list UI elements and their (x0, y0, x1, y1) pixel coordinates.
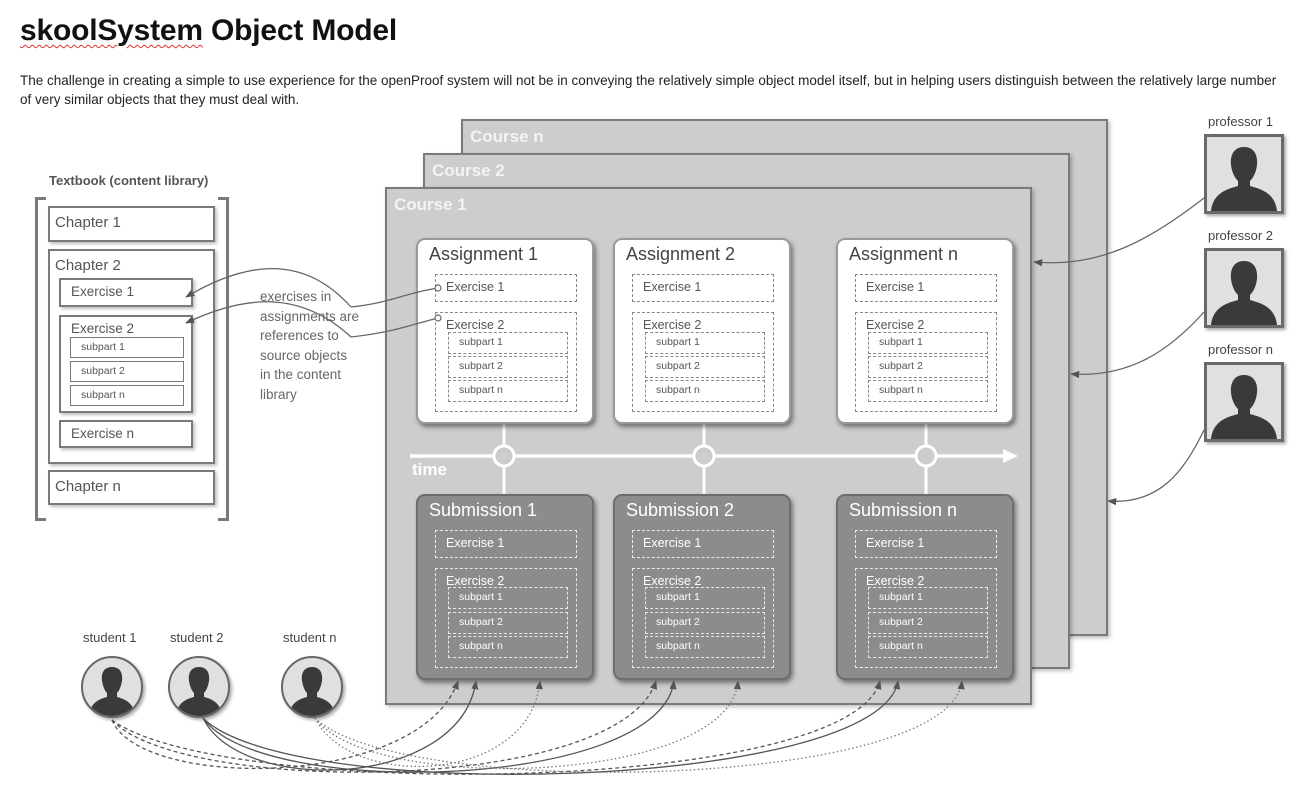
student-avatar[interactable] (168, 656, 230, 718)
exercise-1-box[interactable]: Exercise 1 (855, 274, 997, 302)
student-avatar[interactable] (81, 656, 143, 718)
exercise-2-label: Exercise 2 (866, 574, 925, 588)
subpart-2-box[interactable]: subpart 2 (645, 356, 765, 378)
subpart-n-box[interactable]: subpart n (645, 380, 765, 402)
professor-label: professor 1 (1208, 114, 1274, 129)
assignment-card-1[interactable]: Assignment 1 Exercise 1 Exercise 2 subpa… (416, 238, 594, 424)
textbook-label: Textbook (content library) (49, 173, 209, 188)
textbook-exercise-1-box[interactable]: Exercise 1 (59, 278, 193, 307)
person-silhouette-icon (1211, 147, 1277, 211)
subpart-n-box[interactable]: subpart n (868, 636, 988, 658)
professor-label: professor 2 (1208, 228, 1274, 243)
subpart-2-box[interactable]: subpart 2 (868, 612, 988, 634)
submission-title: Submission n (849, 500, 958, 520)
chapter-1-box[interactable]: Chapter 1 (48, 206, 215, 242)
subpart-1-box[interactable]: subpart 1 (448, 587, 568, 609)
assignment-title: Assignment 1 (429, 244, 539, 264)
exercise-2-box[interactable]: Exercise 2 (435, 568, 577, 668)
subpart-1-box[interactable]: subpart 1 (868, 587, 988, 609)
student-label: student n (283, 630, 337, 645)
subpart-2-box[interactable]: subpart 2 (868, 356, 988, 378)
exercise-2-box[interactable]: Exercise 2 (435, 312, 577, 412)
course-label: Course n (470, 127, 544, 146)
subpart-1-box[interactable]: subpart 1 (645, 332, 765, 354)
exercise-1-box[interactable]: Exercise 1 (632, 274, 774, 302)
subpart-2-box[interactable]: subpart 2 (448, 612, 568, 634)
subpart-n-box[interactable]: subpart n (448, 636, 568, 658)
submission-card-2[interactable]: Submission 2 Exercise 1 Exercise 2 subpa… (613, 494, 791, 680)
reference-note: exercises in assignments are references … (260, 289, 360, 402)
exercise-2-label: Exercise 2 (446, 318, 505, 332)
subpart-1-box[interactable]: subpart 1 (868, 332, 988, 354)
time-label: time (412, 460, 447, 479)
subpart-2-box[interactable]: subpart 2 (448, 356, 568, 378)
textbook-subpart-1-box[interactable]: subpart 1 (70, 337, 184, 358)
person-silhouette-icon (176, 667, 222, 716)
submission-card-n[interactable]: Submission n Exercise 1 Exercise 2 subpa… (836, 494, 1014, 680)
textbook-subpart-n-box[interactable]: subpart n (70, 385, 184, 406)
person-silhouette-icon (1211, 375, 1277, 439)
page-title: skoolSystem Object Model (20, 14, 397, 48)
assignment-card-n[interactable]: Assignment n Exercise 1 Exercise 2 subpa… (836, 238, 1014, 424)
textbook-bracket-right (218, 197, 229, 521)
subpart-n-box[interactable]: subpart n (448, 380, 568, 402)
professor-avatar[interactable] (1204, 134, 1284, 214)
textbook-subpart-2-box[interactable]: subpart 2 (70, 361, 184, 382)
assignment-card-2[interactable]: Assignment 2 Exercise 1 Exercise 2 subpa… (613, 238, 791, 424)
exercise-2-label: Exercise 2 (866, 318, 925, 332)
exercise-2-box[interactable]: Exercise 2 (632, 568, 774, 668)
student-label: student 2 (170, 630, 224, 645)
chapter-n-box[interactable]: Chapter n (48, 470, 215, 505)
person-silhouette-icon (1211, 261, 1277, 325)
exercise-1-box[interactable]: Exercise 1 (632, 530, 774, 558)
person-silhouette-icon (89, 667, 135, 716)
professor-avatar[interactable] (1204, 248, 1284, 328)
textbook-bracket-left (35, 197, 46, 521)
subpart-n-box[interactable]: subpart n (868, 380, 988, 402)
student-avatar[interactable] (281, 656, 343, 718)
title-rest: Object Model (202, 14, 397, 47)
student-label: student 1 (83, 630, 137, 645)
exercise-2-box[interactable]: Exercise 2 (632, 312, 774, 412)
exercise-2-label: Exercise 2 (643, 318, 702, 332)
professor-label: professor n (1208, 342, 1274, 357)
subpart-1-box[interactable]: subpart 1 (448, 332, 568, 354)
intro-text: The challenge in creating a simple to us… (20, 73, 1277, 107)
professor-avatar[interactable] (1204, 362, 1284, 442)
textbook-exercise-n-box[interactable]: Exercise n (59, 420, 193, 448)
assignment-title: Assignment n (849, 244, 959, 264)
submission-card-1[interactable]: Submission 1 Exercise 1 Exercise 2 subpa… (416, 494, 594, 680)
subpart-2-box[interactable]: subpart 2 (645, 612, 765, 634)
assignment-title: Assignment 2 (626, 244, 736, 264)
course-label: Course 2 (432, 161, 505, 180)
exercise-1-box[interactable]: Exercise 1 (435, 274, 577, 302)
chapter-2-label: Chapter 2 (55, 257, 121, 274)
subpart-n-box[interactable]: subpart n (645, 636, 765, 658)
exercise-2-label: Exercise 2 (446, 574, 505, 588)
person-silhouette-icon (289, 667, 335, 716)
course-label: Course 1 (394, 195, 467, 214)
title-prefix: skoolSystem (20, 14, 203, 47)
submission-title: Submission 2 (626, 500, 735, 520)
subpart-1-box[interactable]: subpart 1 (645, 587, 765, 609)
textbook-exercise-2-label: Exercise 2 (71, 321, 135, 336)
submission-title: Submission 1 (429, 500, 538, 520)
exercise-2-box[interactable]: Exercise 2 (855, 568, 997, 668)
exercise-1-box[interactable]: Exercise 1 (855, 530, 997, 558)
exercise-2-box[interactable]: Exercise 2 (855, 312, 997, 412)
exercise-1-box[interactable]: Exercise 1 (435, 530, 577, 558)
exercise-2-label: Exercise 2 (643, 574, 702, 588)
